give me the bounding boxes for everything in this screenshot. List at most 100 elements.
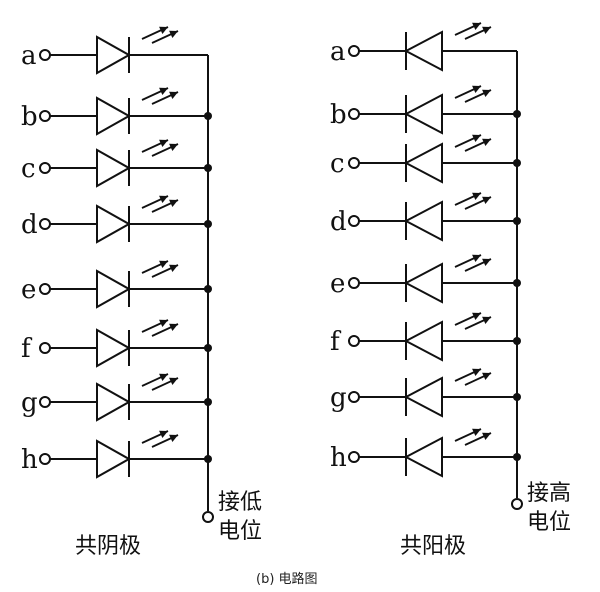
right-pin-label-c: c: [330, 149, 345, 179]
left-pin-terminal-a: [39, 49, 51, 61]
left-pin-label-f: f: [21, 334, 33, 364]
right-g-emission-arrowhead: [482, 372, 491, 380]
right-junction-d: [513, 217, 521, 225]
right-g-emission-arrowhead: [472, 368, 481, 376]
right-pin-label-d: d: [330, 207, 347, 237]
right-h-emission-arrowhead: [472, 428, 481, 436]
left-pin-label-e: e: [21, 275, 36, 305]
left-junction-g: [204, 398, 212, 406]
left-junction-e: [204, 285, 212, 293]
right-pin-label-g: g: [330, 383, 347, 413]
left-circuit-title: 共阴极: [75, 534, 141, 559]
right-pin-terminal-c: [348, 157, 360, 169]
right-a-emission-arrowhead: [482, 26, 491, 34]
right-pin-label-b: b: [330, 100, 347, 130]
right-f-emission-arrowhead: [472, 312, 481, 320]
right-c-emission-arrowhead: [472, 134, 481, 142]
left-g-emission-arrowhead: [159, 373, 168, 381]
right-c-emission-arrowhead: [482, 138, 491, 146]
left-c-emission-arrowhead: [169, 143, 178, 151]
left-junction-b: [204, 112, 212, 120]
right-junction-h: [513, 453, 521, 461]
right-junction-c: [513, 159, 521, 167]
right-led-a: [403, 30, 443, 72]
left-b-emission-arrowhead: [159, 87, 168, 95]
right-pin-terminal-f: [348, 335, 360, 347]
right-circuit-title: 共阳极: [400, 534, 466, 559]
left-f-emission-arrowhead: [159, 319, 168, 327]
right-b-emission-arrowhead: [472, 85, 481, 93]
left-pin-terminal-c: [39, 162, 51, 174]
left-e-emission-arrowhead: [169, 264, 178, 272]
left-pin-terminal-h: [39, 453, 51, 465]
left-pin-label-a: a: [21, 41, 37, 71]
left-pin-label-g: g: [21, 388, 38, 418]
left-pin-terminal-f: [39, 342, 51, 354]
left-pin-terminal-b: [39, 110, 51, 122]
left-d-emission-arrowhead: [169, 199, 178, 207]
right-e-emission-arrowhead: [472, 254, 481, 262]
left-pin-label-h: h: [21, 445, 38, 475]
left-pin-label-c: c: [21, 154, 36, 184]
left-common-terminal: [202, 511, 214, 523]
right-junction-f: [513, 337, 521, 345]
right-junction-e: [513, 279, 521, 287]
left-led-d: [96, 204, 132, 244]
left-pin-label-d: d: [21, 210, 38, 240]
left-pin-terminal-g: [39, 396, 51, 408]
left-led-c: [96, 148, 132, 188]
right-terminal-label-line2: 电位: [527, 510, 571, 535]
right-d-emission-arrowhead: [472, 192, 481, 200]
right-d-emission-arrowhead: [482, 196, 491, 204]
left-c-emission-arrowhead: [159, 139, 168, 147]
right-b-emission-arrowhead: [482, 89, 491, 97]
right-junction-g: [513, 393, 521, 401]
left-a-emission-arrowhead: [159, 26, 168, 34]
left-junction-f: [204, 344, 212, 352]
right-pin-terminal-a: [348, 45, 360, 57]
right-pin-label-h: h: [330, 443, 347, 473]
right-led-b: [403, 93, 443, 135]
right-junction-b: [513, 110, 521, 118]
right-led-d: [403, 200, 443, 242]
right-pin-label-a: a: [330, 37, 346, 67]
right-common-terminal: [511, 498, 523, 510]
left-led-h: [96, 439, 132, 479]
left-pin-terminal-d: [39, 218, 51, 230]
right-a-emission-arrowhead: [472, 22, 481, 30]
left-d-emission-arrowhead: [159, 195, 168, 203]
left-terminal-label-line1: 接低: [218, 490, 262, 515]
right-pin-terminal-g: [348, 391, 360, 403]
left-led-e: [96, 269, 132, 309]
left-pin-terminal-e: [39, 283, 51, 295]
right-pin-terminal-d: [348, 215, 360, 227]
left-led-a: [96, 35, 132, 75]
right-e-emission-arrowhead: [482, 258, 491, 266]
left-f-emission-arrowhead: [169, 323, 178, 331]
left-g-emission-arrowhead: [169, 377, 178, 385]
left-h-emission-arrowhead: [159, 430, 168, 438]
left-junction-d: [204, 220, 212, 228]
right-pin-terminal-h: [348, 451, 360, 463]
right-led-c: [403, 142, 443, 184]
right-pin-terminal-b: [348, 108, 360, 120]
left-led-f: [96, 328, 132, 368]
left-pin-label-b: b: [21, 102, 38, 132]
left-led-b: [96, 96, 132, 136]
right-terminal-label-line1: 接高: [527, 481, 571, 506]
left-junction-h: [204, 455, 212, 463]
right-led-e: [403, 262, 443, 304]
left-junction-c: [204, 164, 212, 172]
right-f-emission-arrowhead: [482, 316, 491, 324]
right-pin-label-f: f: [330, 327, 342, 357]
right-pin-terminal-e: [348, 277, 360, 289]
right-pin-label-e: e: [330, 269, 345, 299]
right-led-g: [403, 376, 443, 418]
right-led-f: [403, 320, 443, 362]
figure-caption: (b) 电路图: [256, 571, 318, 587]
right-led-h: [403, 436, 443, 478]
